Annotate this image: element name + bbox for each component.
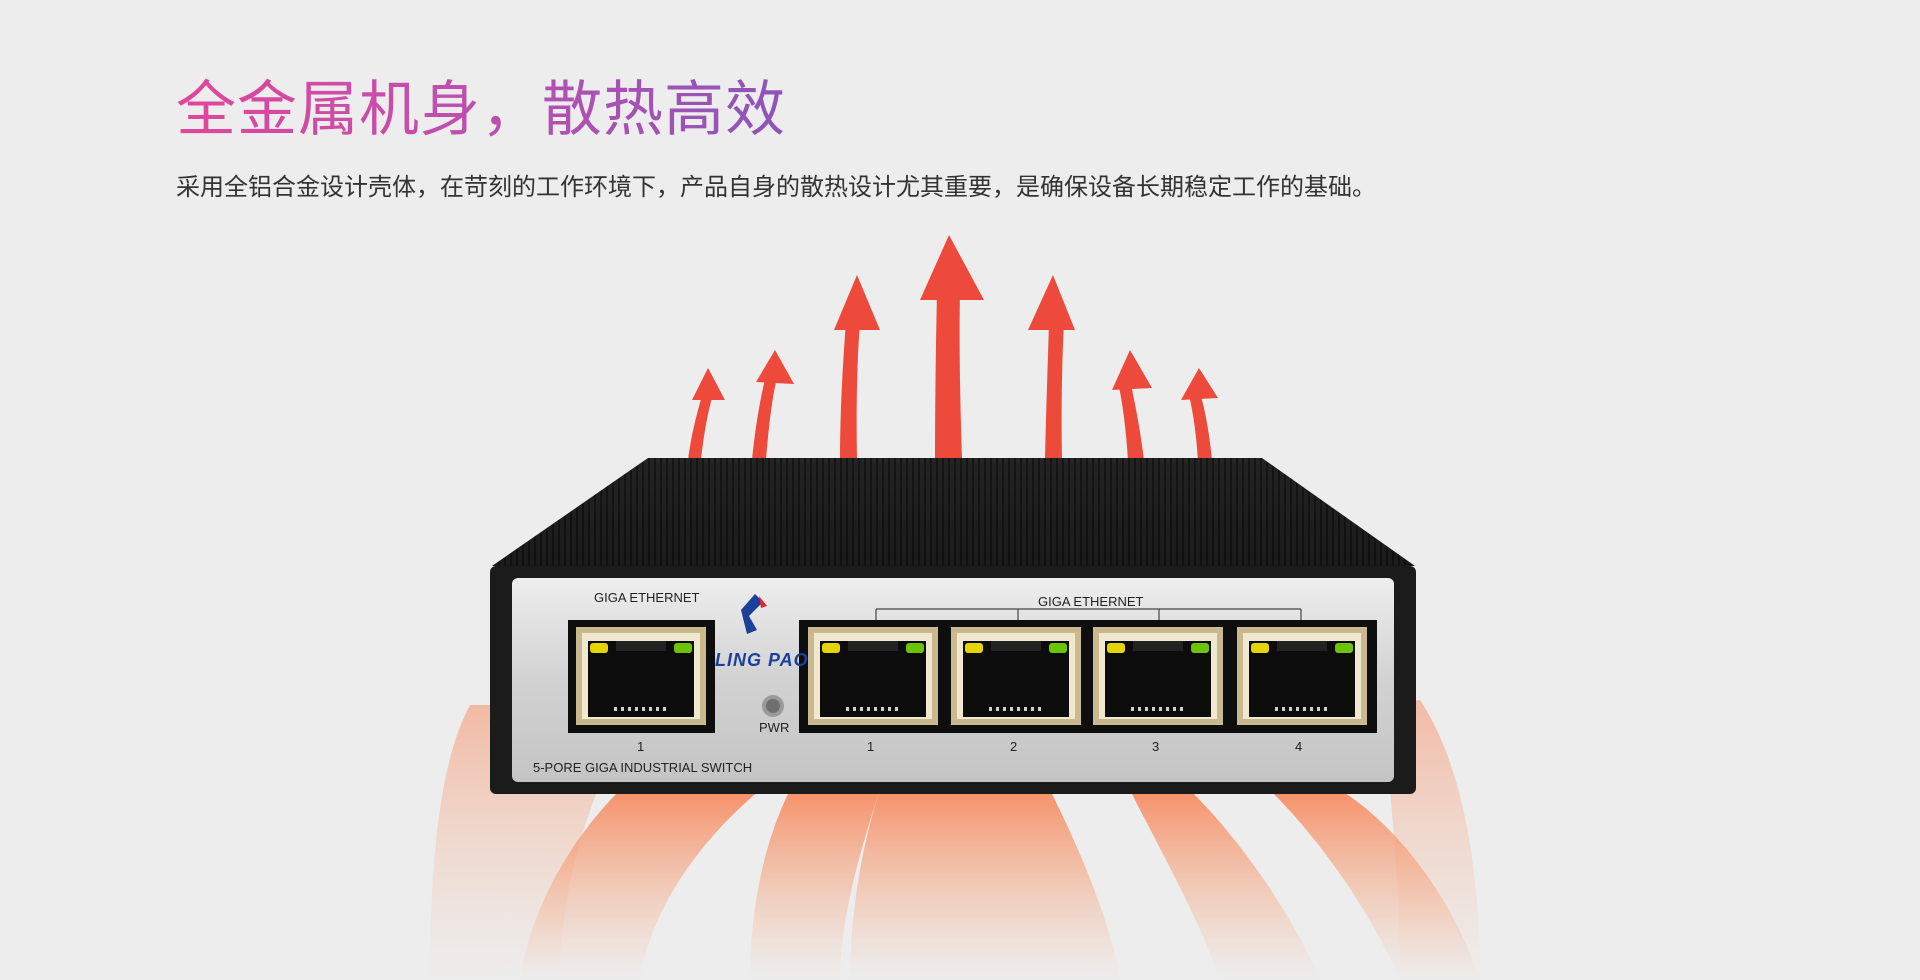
link-led-yellow — [965, 643, 983, 653]
heat-arrow-7 — [1181, 368, 1218, 460]
heat-wave-2 — [520, 790, 760, 980]
link-led-yellow — [590, 643, 608, 653]
description: 采用全铝合金设计壳体，在苛刻的工作环境下，产品自身的散热设计尤其重要，是确保设备… — [176, 173, 1376, 201]
lingpao-logo-icon — [741, 594, 767, 634]
heat-arrow-1 — [688, 368, 725, 460]
rj45-port[interactable] — [1237, 627, 1367, 725]
act-led-green — [1335, 643, 1353, 653]
act-led-green — [674, 643, 692, 653]
headline: 全金属机身，散热高效 — [176, 70, 786, 150]
link-led-yellow — [822, 643, 840, 653]
rj45-port[interactable] — [808, 627, 938, 725]
brand-name: LING PAO — [715, 650, 809, 670]
left-group-label: GIGA ETHERNET — [594, 590, 700, 605]
heat-wave-5 — [1130, 790, 1320, 980]
heat-wave-4 — [850, 790, 1120, 980]
port-number-3: 3 — [1152, 739, 1160, 754]
heat-arrow-5 — [1028, 275, 1075, 460]
port-number-2: 2 — [1010, 739, 1018, 754]
rj45-port[interactable] — [1093, 627, 1223, 725]
act-led-green — [1191, 643, 1209, 653]
heat-arrow-2 — [752, 350, 794, 460]
link-led-yellow — [1107, 643, 1125, 653]
act-led-green — [1049, 643, 1067, 653]
right-group-label: GIGA ETHERNET — [1038, 594, 1144, 609]
heat-wave-3 — [750, 790, 880, 980]
rj45-port[interactable] — [576, 627, 706, 725]
model-label: 5-PORE GIGA INDUSTRIAL SWITCH — [533, 760, 753, 775]
act-led-green — [906, 643, 924, 653]
port-number-1: 1 — [867, 739, 875, 754]
heat-arrow-4 — [920, 235, 984, 460]
rj45-port[interactable] — [951, 627, 1081, 725]
heat-arrow-6 — [1112, 350, 1152, 460]
link-led-yellow — [1251, 643, 1269, 653]
port-number-4: 4 — [1295, 739, 1303, 754]
power-label: PWR — [759, 720, 790, 735]
group-bracket — [875, 608, 1302, 620]
heat-arrow-3 — [834, 275, 880, 460]
port-number-left-1: 1 — [637, 739, 645, 754]
